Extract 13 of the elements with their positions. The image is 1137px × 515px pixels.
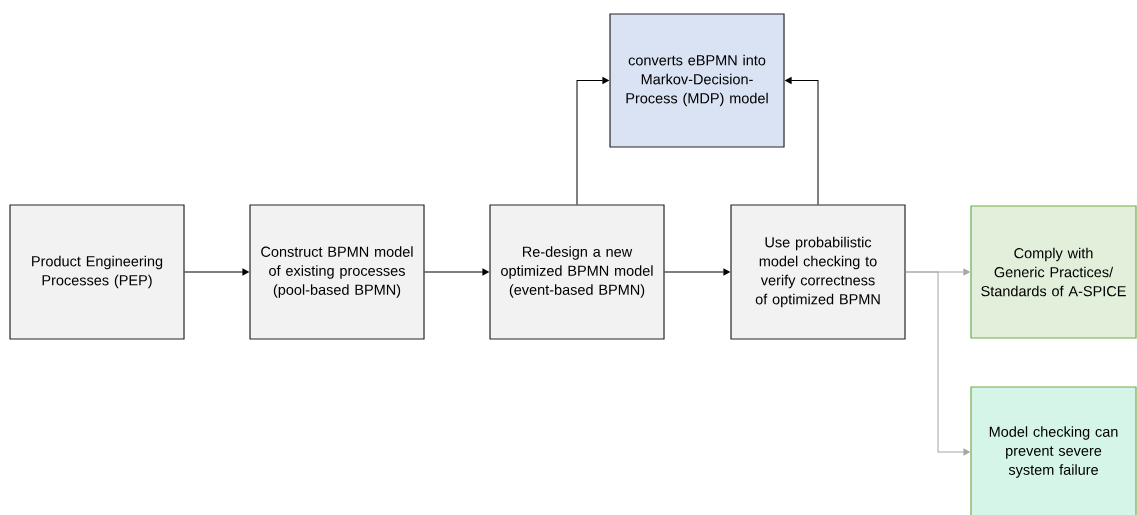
process-box: Use probabilistic model checking to verify correctness of optimized BPMN <box>730 204 906 340</box>
arrow <box>424 268 489 276</box>
outcome-box: Comply with Generic Practices/ Standards of A-SPICE <box>970 205 1137 339</box>
arrow <box>576 77 609 205</box>
arrow <box>184 268 249 276</box>
arrow <box>785 77 819 205</box>
arrow <box>905 271 970 456</box>
arrow <box>664 268 730 276</box>
process-box: converts eBPMN into Markov-Decision-Process (MDP) model <box>609 13 785 148</box>
outcome-box: Model checking can prevent severe system failure <box>970 386 1137 515</box>
process-box: Construct BPMN model of existing processes (pool-based BPMN) <box>249 204 425 340</box>
process-box: Re-design a new optimized BPMN model (event-based BPMN) <box>489 204 665 340</box>
process-box: Product Engineering Processes (PEP) <box>9 204 185 340</box>
